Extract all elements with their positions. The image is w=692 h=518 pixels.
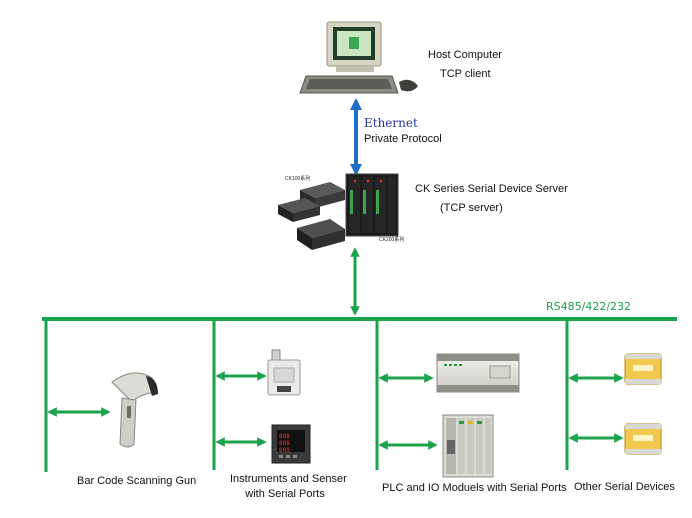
ck200-label: CK200系列 bbox=[379, 237, 405, 243]
svg-text:888: 888 bbox=[279, 433, 290, 440]
instrument-sensor-icon bbox=[267, 349, 301, 396]
host-computer-icon bbox=[299, 21, 418, 94]
device-label-instruments: Instruments and Senser bbox=[230, 473, 347, 485]
instrument-meter-icon: 888 888 888 bbox=[271, 424, 311, 464]
bus-label: RS485/422/232 bbox=[546, 300, 632, 313]
ethernet-label: Ethernet bbox=[364, 116, 418, 130]
ck100-label: CK100系列 bbox=[285, 176, 311, 182]
svg-text:888: 888 bbox=[279, 440, 290, 447]
device-label-instruments-2: with Serial Ports bbox=[245, 488, 325, 500]
device-label-scanner: Bar Code Scanning Gun bbox=[77, 475, 197, 487]
server-role: (TCP server) bbox=[440, 202, 503, 214]
host-name: Host Computer bbox=[428, 49, 502, 61]
io-module-icon bbox=[442, 414, 494, 478]
device-label-other: Other Serial Devices bbox=[574, 481, 675, 493]
serial-device-icon bbox=[624, 353, 662, 385]
host-role: TCP client bbox=[440, 68, 491, 80]
device-label-plc: PLC and IO Moduels with Serial Ports bbox=[382, 482, 567, 494]
server-name: CK Series Serial Device Server bbox=[415, 183, 568, 195]
serial-device-server-icon bbox=[278, 173, 399, 250]
serial-device-icon-2 bbox=[624, 423, 662, 455]
svg-text:888: 888 bbox=[279, 447, 290, 454]
barcode-scanner-icon bbox=[111, 372, 158, 448]
plc-module-icon bbox=[436, 353, 520, 393]
protocol-label: Private Protocol bbox=[364, 133, 442, 145]
